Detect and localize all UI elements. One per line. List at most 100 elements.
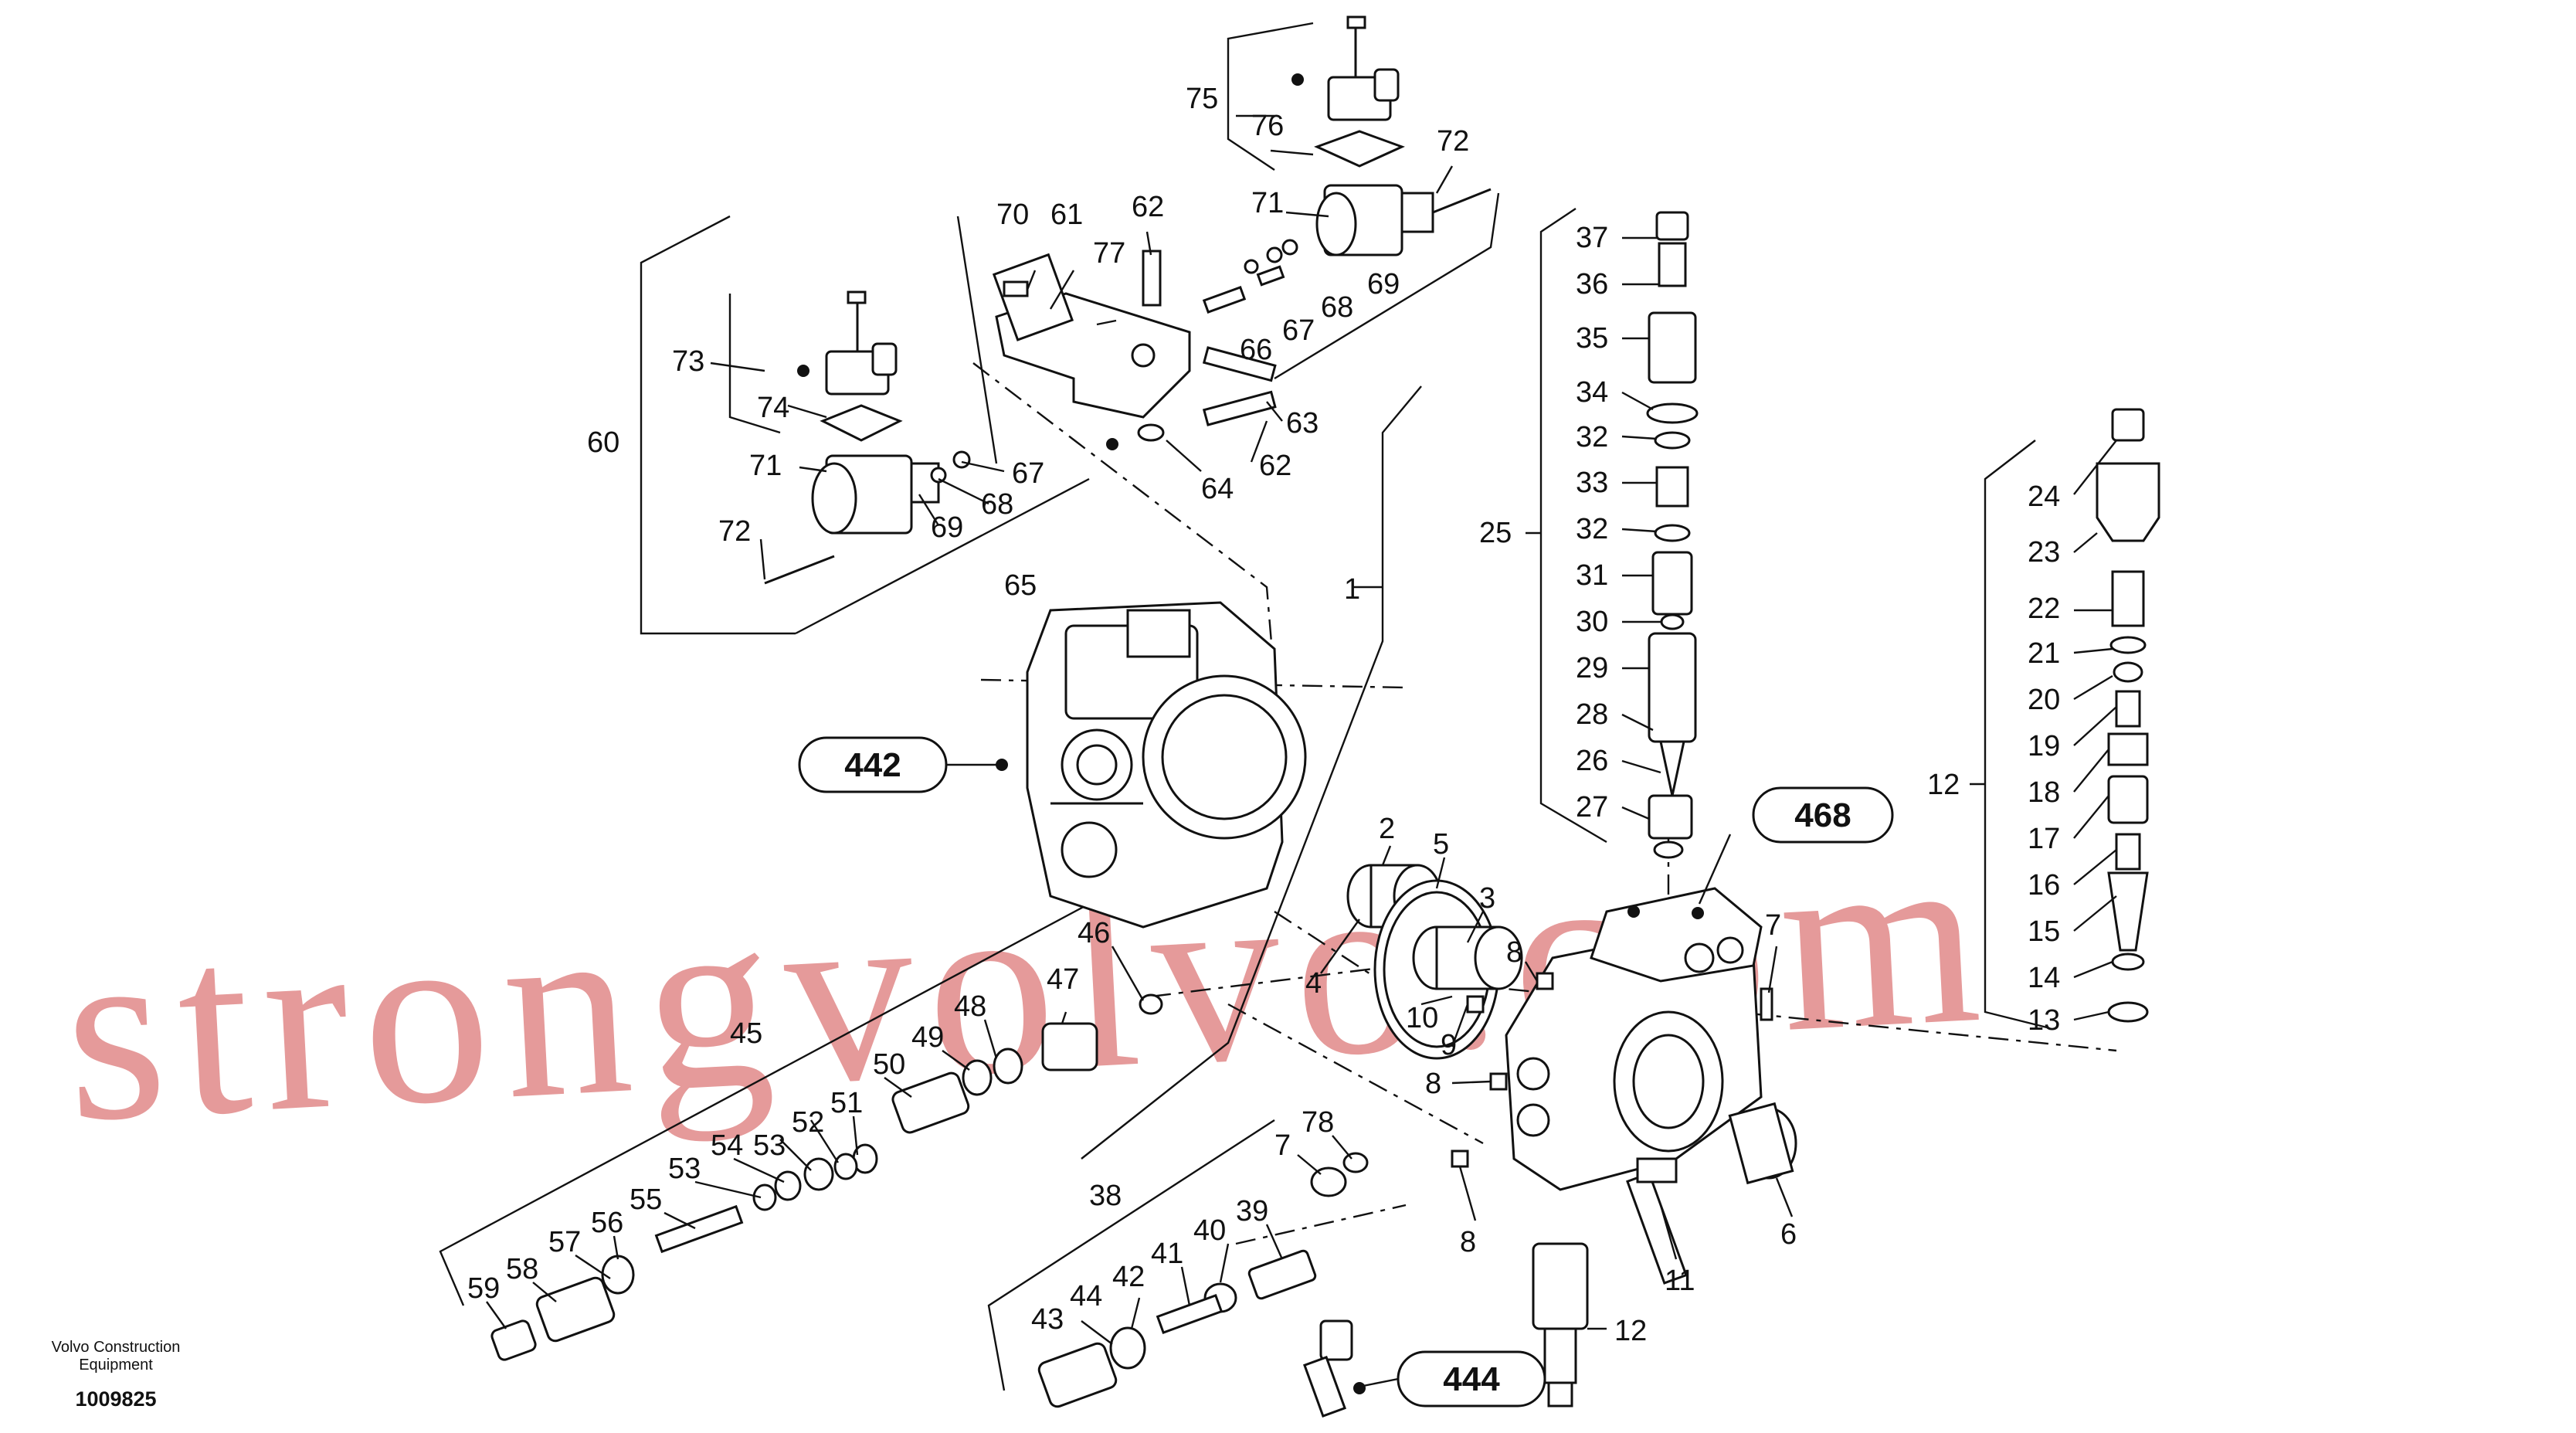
spool-assembly-12: [2096, 408, 2160, 1023]
label-22: 22: [2028, 593, 2060, 625]
label-63: 63: [1286, 407, 1319, 440]
label-21: 21: [2028, 637, 2060, 670]
label-41: 41: [1151, 1238, 1183, 1270]
label-55: 55: [630, 1183, 662, 1216]
label-69: 69: [1367, 268, 1400, 301]
part-number-labels: 75 76 72 71 69 68 67 66 70 61 62 77 63 6…: [467, 83, 2060, 1347]
label-65: 65: [1004, 569, 1037, 602]
solenoid-group-lower: [764, 290, 971, 585]
label-74: 74: [757, 392, 789, 424]
label-32b: 32: [1576, 513, 1608, 545]
label-35: 35: [1576, 322, 1608, 355]
label-56: 56: [591, 1207, 623, 1239]
label-14: 14: [2028, 962, 2060, 994]
label-40: 40: [1193, 1214, 1226, 1247]
label-72b: 72: [718, 515, 751, 548]
callout-442: 442: [844, 746, 901, 784]
label-76: 76: [1251, 110, 1284, 142]
label-45: 45: [730, 1017, 762, 1050]
label-26: 26: [1576, 745, 1608, 777]
label-1: 1: [1344, 573, 1360, 606]
label-51: 51: [830, 1087, 863, 1119]
label-78: 78: [1302, 1106, 1334, 1139]
label-33: 33: [1576, 467, 1608, 499]
label-71: 71: [1251, 187, 1284, 219]
company-name-line1: Volvo Construction: [52, 1339, 181, 1356]
assembly-brackets: [439, 22, 2048, 1391]
label-72: 72: [1437, 125, 1469, 158]
control-valve-body: [1505, 887, 1773, 1191]
label-61: 61: [1050, 199, 1083, 231]
label-60: 60: [587, 426, 619, 459]
label-59: 59: [467, 1272, 500, 1305]
label-27: 27: [1576, 791, 1608, 823]
center-parts: [1346, 864, 1797, 1408]
label-9: 9: [1441, 1029, 1457, 1061]
label-70: 70: [996, 199, 1029, 231]
label-7: 7: [1765, 909, 1781, 942]
label-20: 20: [2028, 684, 2060, 716]
label-52: 52: [792, 1106, 824, 1139]
footer: Volvo Construction Equipment 1009825: [52, 1339, 181, 1411]
label-67b: 67: [1012, 457, 1044, 490]
label-6: 6: [1780, 1218, 1797, 1251]
label-46: 46: [1078, 917, 1110, 949]
label-75: 75: [1186, 83, 1218, 115]
label-32: 32: [1576, 421, 1608, 453]
label-43: 43: [1031, 1303, 1064, 1336]
label-50: 50: [873, 1048, 905, 1081]
company-name-line2: Equipment: [79, 1357, 153, 1374]
pump-housing: [1026, 601, 1307, 929]
label-37: 37: [1576, 222, 1608, 254]
label-17: 17: [2028, 823, 2060, 855]
label-15: 15: [2028, 915, 2060, 948]
callout-444: 444: [1443, 1360, 1500, 1398]
label-47: 47: [1047, 963, 1079, 996]
label-12: 12: [1927, 769, 1960, 801]
label-48: 48: [954, 990, 986, 1023]
label-25: 25: [1479, 517, 1512, 549]
label-8: 8: [1506, 936, 1522, 969]
label-62: 62: [1132, 191, 1164, 223]
label-7b: 7: [1274, 1129, 1291, 1162]
spool-assembly-25: [1646, 211, 1699, 859]
label-64: 64: [1201, 473, 1234, 505]
spool-assembly-38: [1037, 1152, 1369, 1418]
label-39: 39: [1236, 1195, 1268, 1228]
label-49: 49: [911, 1021, 944, 1054]
label-77: 77: [1093, 237, 1125, 270]
label-8b: 8: [1425, 1068, 1441, 1100]
label-19: 19: [2028, 730, 2060, 762]
label-71b: 71: [749, 450, 782, 482]
label-68: 68: [1321, 291, 1353, 324]
label-44: 44: [1070, 1280, 1102, 1312]
label-4: 4: [1305, 967, 1322, 1000]
label-54: 54: [711, 1129, 743, 1162]
label-3: 3: [1479, 882, 1495, 915]
reference-callouts: 442 468 444: [797, 73, 1894, 1408]
label-5: 5: [1433, 828, 1449, 861]
label-10: 10: [1406, 1002, 1438, 1034]
label-38: 38: [1089, 1180, 1122, 1212]
valve-control-block: [992, 250, 1285, 442]
label-62b: 62: [1259, 450, 1291, 482]
label-11: 11: [1665, 1265, 1695, 1297]
label-23: 23: [2028, 536, 2060, 569]
label-28: 28: [1576, 698, 1608, 731]
label-53b: 53: [668, 1153, 701, 1185]
label-42: 42: [1112, 1261, 1145, 1293]
label-53: 53: [753, 1129, 786, 1162]
label-24: 24: [2028, 480, 2060, 513]
label-12b: 12: [1614, 1315, 1647, 1347]
label-31: 31: [1576, 559, 1608, 592]
spool-assembly-45: [490, 993, 1163, 1361]
label-13: 13: [2028, 1004, 2060, 1037]
label-67: 67: [1282, 314, 1315, 347]
label-73: 73: [672, 345, 704, 378]
label-29: 29: [1576, 652, 1608, 684]
label-57: 57: [548, 1226, 581, 1258]
label-18: 18: [2028, 776, 2060, 809]
label-16: 16: [2028, 869, 2060, 902]
